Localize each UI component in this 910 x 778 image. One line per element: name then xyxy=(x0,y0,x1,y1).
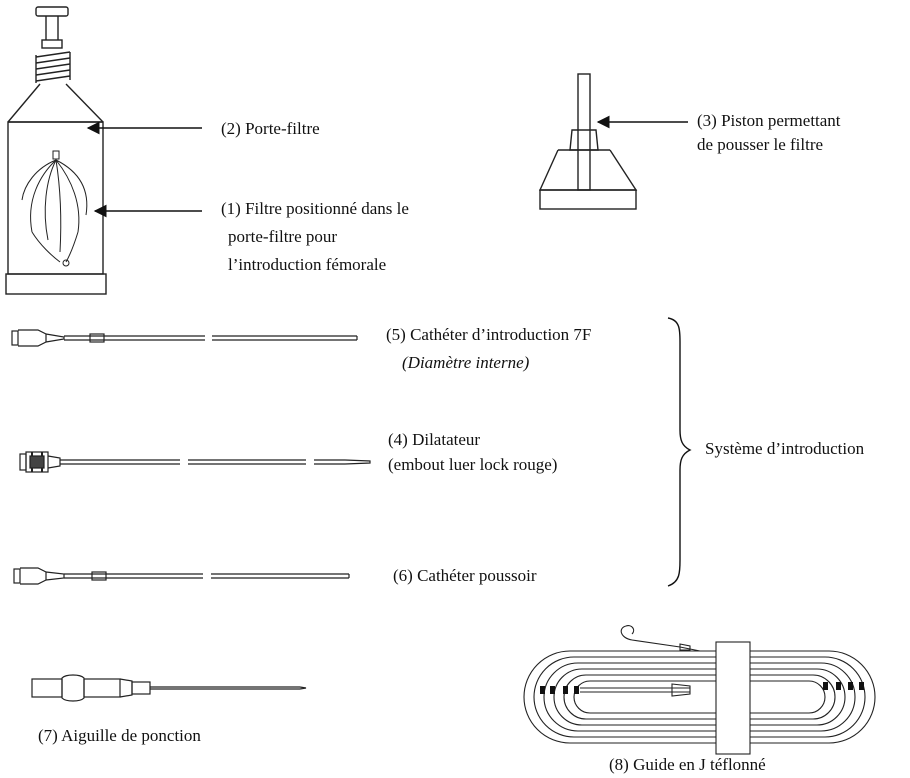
guide-bead-markers xyxy=(540,682,864,694)
label-systeme: Système d’introduction xyxy=(705,439,865,458)
label-aiguille: (7) Aiguille de ponction xyxy=(38,726,201,745)
pusher-drawing xyxy=(13,567,350,585)
label-poussoir: (6) Cathéter poussoir xyxy=(393,566,537,585)
filter-legs-icon xyxy=(21,150,88,267)
label-catheter-line1: (5) Cathéter d’introduction 7F xyxy=(386,325,592,344)
label-filtre-line3: l’introduction fémorale xyxy=(228,255,387,274)
label-piston-line2: de pousser le filtre xyxy=(697,135,824,154)
label-piston-line1: (3) Piston permettant xyxy=(697,111,841,130)
label-filtre-line1: (1) Filtre positionné dans le xyxy=(221,199,409,218)
label-dilatateur-line2: (embout luer lock rouge) xyxy=(388,455,558,474)
catheter-drawing xyxy=(11,329,358,347)
thread-coil xyxy=(35,51,71,83)
label-catheter-line2: (Diamètre interne) xyxy=(402,353,530,372)
needle-drawing xyxy=(31,674,307,702)
label-guide: (8) Guide en J téflonné xyxy=(609,755,766,774)
dilator-drawing xyxy=(19,451,371,473)
brace-icon xyxy=(667,317,692,587)
label-filtre-line2: porte-filtre pour xyxy=(228,227,338,246)
filter-holder-drawing xyxy=(5,6,107,295)
label-porte-filtre: (2) Porte-filtre xyxy=(221,119,320,138)
label-dilatateur-line1: (4) Dilatateur xyxy=(388,430,481,449)
piston-drawing xyxy=(538,73,638,210)
